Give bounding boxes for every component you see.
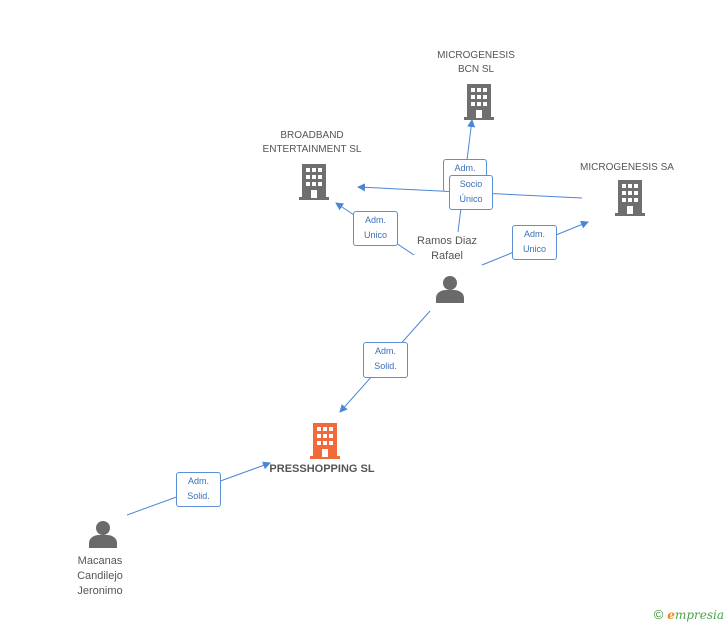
edge-badge-adm-unico-broadband: Adm. Unico: [353, 211, 398, 246]
edge-badge-adm-unico-microgenesis-sa: Adm. Unico: [512, 225, 557, 260]
empresia-logo[interactable]: empresia: [667, 607, 724, 622]
brand-footer: © empresia: [654, 607, 724, 622]
person-icon[interactable]: [89, 520, 117, 548]
node-label-ramos-diaz-rafael[interactable]: Ramos Diaz Rafael: [417, 235, 477, 262]
building-icon[interactable]: [310, 423, 340, 459]
copyright-symbol: ©: [653, 607, 664, 622]
node-label-presshopping[interactable]: PRESSHOPPING SL: [269, 463, 375, 475]
edge-badge-adm-solid-macanas: Adm. Solid.: [176, 472, 221, 507]
node-label-macanas-candilejo-jeronimo[interactable]: Macanas Candilejo Jeronimo: [77, 555, 123, 597]
person-icon[interactable]: [436, 275, 464, 303]
building-icon[interactable]: [464, 84, 494, 120]
node-label-broadband[interactable]: BROADBAND ENTERTAINMENT SL: [262, 130, 362, 155]
building-icon[interactable]: [615, 180, 645, 216]
building-icon[interactable]: [299, 164, 329, 200]
edge-badge-adm-solid-presshopping: Adm. Solid.: [363, 342, 408, 378]
node-label-microgenesis-sa[interactable]: MICROGENESIS SA: [580, 162, 674, 173]
node-label-microgenesis-bcn[interactable]: MICROGENESIS BCN SL: [437, 50, 515, 75]
edge-badge-socio-unico: Socio Único: [449, 175, 493, 210]
